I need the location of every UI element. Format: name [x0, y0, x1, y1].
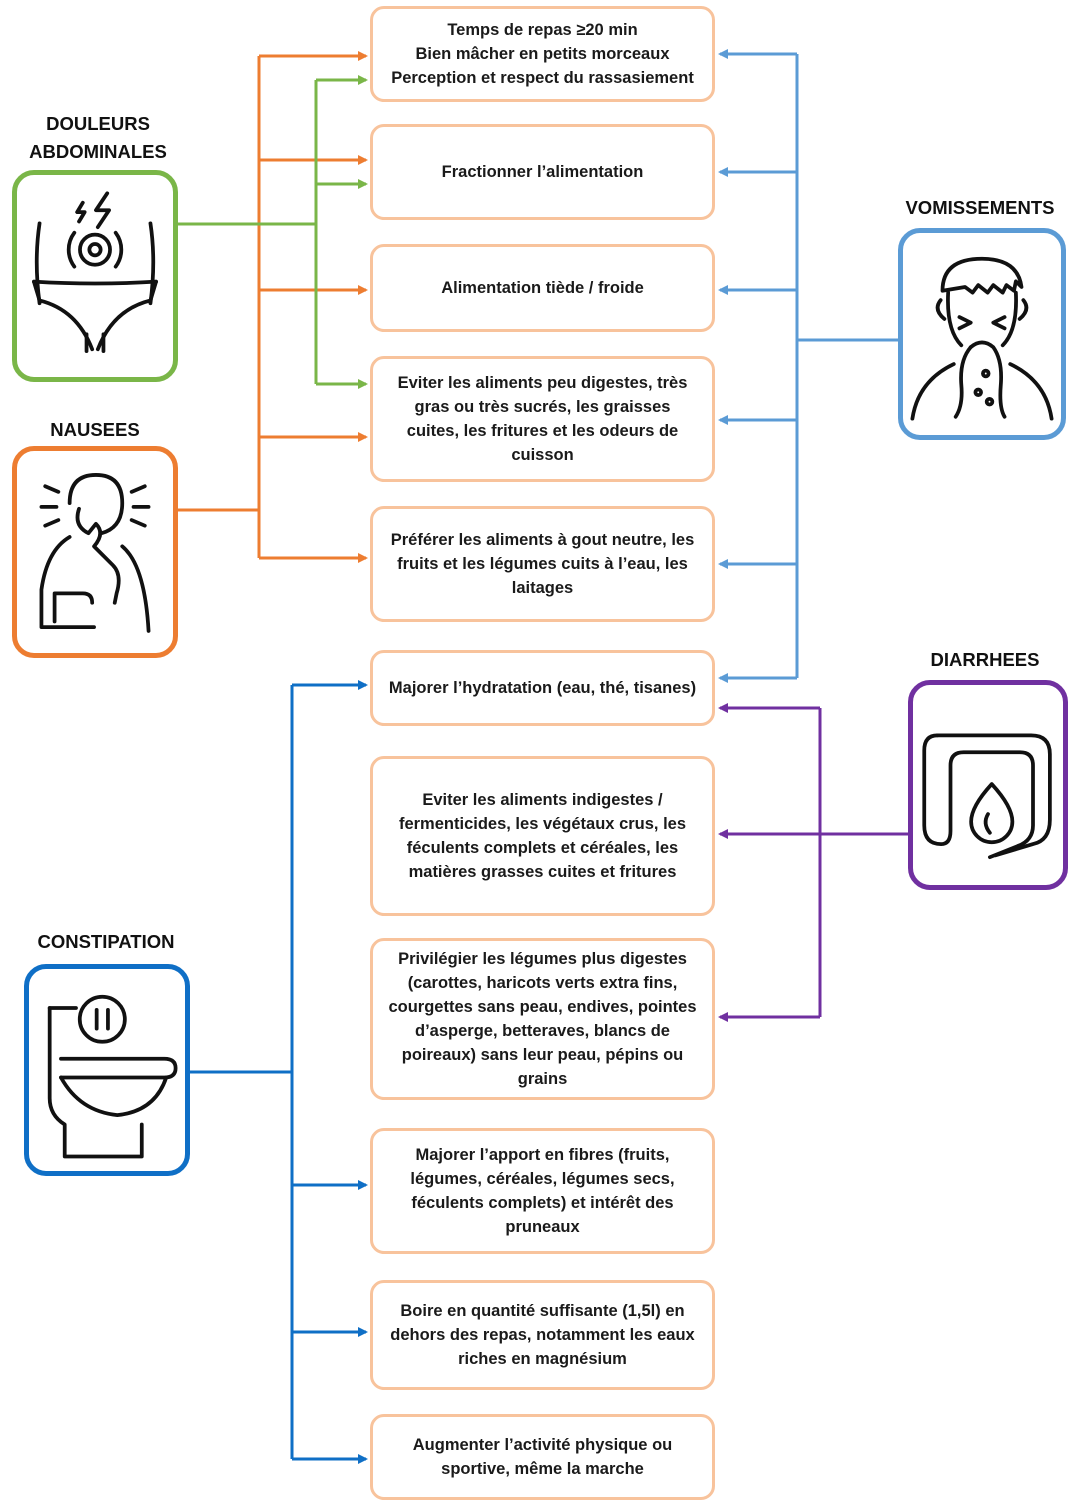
abdominal-pain-label: DOULEURS ABDOMINALES [29, 113, 167, 162]
recommendation-box: Boire en quantité suffisante (1,5l) en d… [370, 1280, 715, 1390]
constipation-connectors [190, 680, 368, 1464]
vomiting-icon [910, 256, 1054, 421]
nausea-card [12, 446, 178, 658]
nausea-label: NAUSEES [50, 419, 140, 440]
recommendation-box: Eviter les aliments indigestes / ferment… [370, 756, 715, 916]
constipation-card [24, 964, 190, 1176]
diarrhea-label: DIARRHEES [930, 649, 1040, 670]
recommendation-box: Fractionner l’alimentation [370, 124, 715, 220]
recommendation-box: Préférer les aliments à gout neutre, les… [370, 506, 715, 622]
recommendation-box: Majorer l’apport en fibres (fruits, légu… [370, 1128, 715, 1254]
vomiting-card [898, 228, 1066, 440]
vomiting-label: VOMISSEMENTS [905, 197, 1055, 218]
abdominal-pain-card [12, 170, 178, 382]
recommendation-box: Eviter les aliments peu digestes, très g… [370, 356, 715, 482]
abdominal-pain-icon [32, 191, 158, 354]
vomiting-connectors [718, 49, 898, 683]
toilet-icon [47, 994, 178, 1159]
abdominal-connectors [178, 75, 368, 389]
diarrhea-card [908, 680, 1068, 890]
recommendation-box: Augmenter l’activité physique ou sportiv… [370, 1414, 715, 1500]
nausea-icon [39, 473, 151, 633]
recommendation-box: Alimentation tiède / froide [370, 244, 715, 332]
nausea-connectors [178, 51, 368, 563]
intestine-drop-icon [922, 733, 1052, 860]
recommendation-box: Temps de repas ≥20 min Bien mâcher en pe… [370, 6, 715, 102]
recommendation-box: Majorer l’hydratation (eau, thé, tisanes… [370, 650, 715, 726]
constipation-label: CONSTIPATION [37, 931, 175, 952]
diarrhea-connectors [718, 703, 908, 1022]
recommendation-box: Privilégier les légumes plus digestes (c… [370, 938, 715, 1100]
